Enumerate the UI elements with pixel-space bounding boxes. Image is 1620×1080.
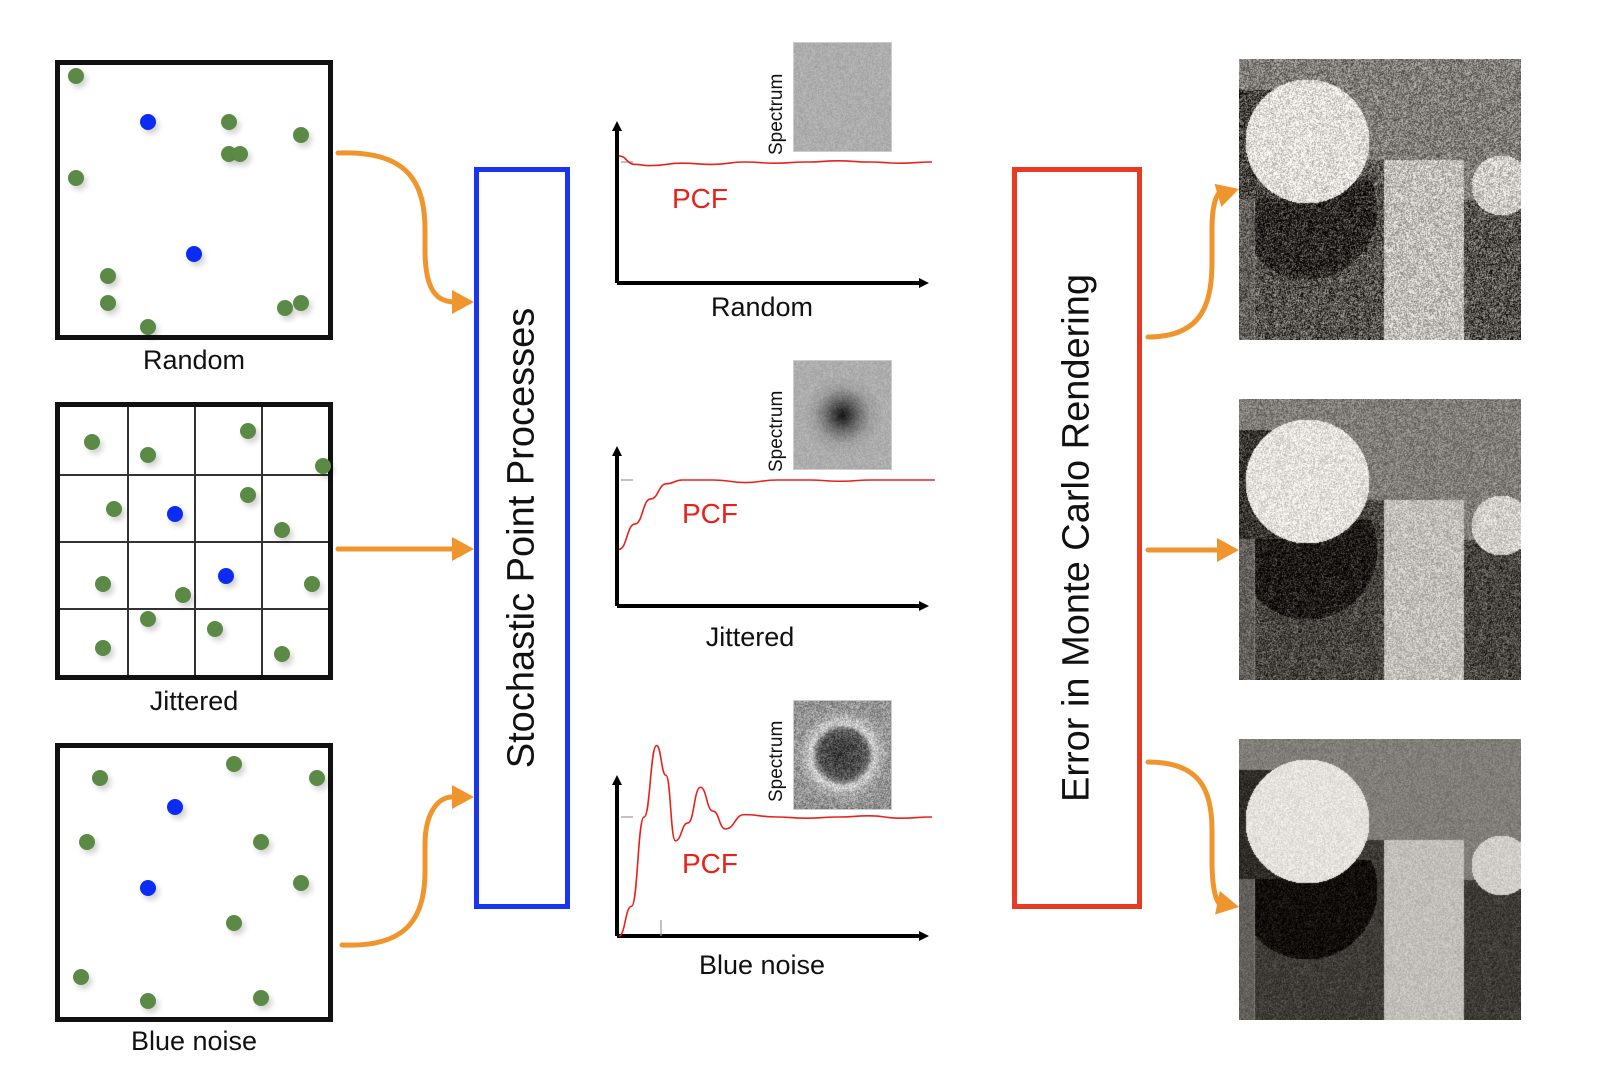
graph-label-blue-noise: Blue noise [612,950,912,981]
grid-line [60,608,328,610]
spectrum-label-random: Spectrum [766,74,788,155]
spectrum-image-random [793,42,892,152]
pcf-label-random: PCF [672,183,728,215]
render-image-blue-noise [1239,739,1521,1020]
highlighted-sample-point [140,880,156,896]
render-canvas [1239,399,1521,680]
highlighted-sample-point [140,114,156,130]
arrow-error-to-render-blue-noise [1148,762,1222,905]
sampler-box-blue-noise [55,743,333,1022]
arrow-blue-noise-to-processes [342,797,452,945]
render-canvas [1239,59,1521,340]
sample-point [100,295,116,311]
stage-point-processes-label: Stochastic Point Processes [501,308,544,768]
sampler-label-blue-noise: Blue noise [55,1026,333,1057]
sample-point [232,146,248,162]
sample-point [226,915,242,931]
stage-rendering-error-label: Error in Monte Carlo Rendering [1056,274,1099,802]
sample-point [95,576,111,592]
stage-rendering-error-box: Error in Monte Carlo Rendering [1012,167,1142,909]
sample-point [100,268,116,284]
pcf-curve [619,480,935,549]
render-image-random [1239,59,1521,340]
sample-point [226,756,242,772]
stage-point-processes-box: Stochastic Point Processes [474,167,570,909]
sample-point [304,576,320,592]
sample-point [84,434,100,450]
spectrum-noise [794,701,891,809]
sample-point [274,646,290,662]
graph-label-random: Random [612,292,912,323]
sample-point [309,770,325,786]
sample-point [140,447,156,463]
sample-point [253,990,269,1006]
sampler-label-jittered: Jittered [55,686,333,717]
arrow-error-to-render-blue-noise-head [1215,891,1239,915]
sample-point [277,300,293,316]
spectrum-image-blue-noise [793,700,892,810]
sample-point [240,487,256,503]
pcf-label-blue-noise: PCF [682,848,738,880]
sample-point [140,993,156,1009]
highlighted-sample-point [167,506,183,522]
sample-point [95,640,111,656]
spectrum-image-jittered [793,360,892,470]
sample-point [240,423,256,439]
arrow-jittered-to-processes-head [452,537,474,561]
sample-point [140,319,156,335]
highlighted-sample-point [167,799,183,815]
graph-label-jittered: Jittered [600,622,900,653]
grid-line [261,407,263,675]
render-canvas [1239,739,1521,1020]
sample-point [79,834,95,850]
sample-point [253,834,269,850]
arrow-error-to-render-random-head [1214,184,1239,207]
sample-point [207,621,223,637]
pcf-label-jittered: PCF [682,498,738,530]
spectrum-label-blue-noise: Spectrum [766,721,788,802]
sample-point [175,587,191,603]
arrow-error-to-render-random [1148,192,1222,337]
highlighted-sample-point [186,246,202,262]
sample-point [106,501,122,517]
sampler-box-jittered [55,402,333,680]
sample-point [140,611,156,627]
sample-point [293,127,309,143]
sample-point [221,114,237,130]
arrow-blue-noise-to-processes-head [452,785,474,809]
highlighted-sample-point [218,568,234,584]
arrow-random-to-processes [338,153,455,302]
spectrum-noise [794,361,891,469]
render-image-jittered [1239,399,1521,680]
pcf-curve [619,156,932,166]
arrow-error-to-render-jittered-head [1217,538,1239,562]
spectrum-noise [794,43,891,151]
sample-point [68,68,84,84]
sampler-box-random [55,60,333,340]
sample-point [293,295,309,311]
arrow-random-to-processes-head [452,290,474,314]
sampler-label-random: Random [55,345,333,376]
sample-point [92,770,108,786]
sample-point [293,875,309,891]
grid-line [60,541,328,543]
sample-point [315,458,331,474]
sample-point [73,969,89,985]
sample-point [274,522,290,538]
sample-point [68,170,84,186]
spectrum-label-jittered: Spectrum [766,391,788,472]
